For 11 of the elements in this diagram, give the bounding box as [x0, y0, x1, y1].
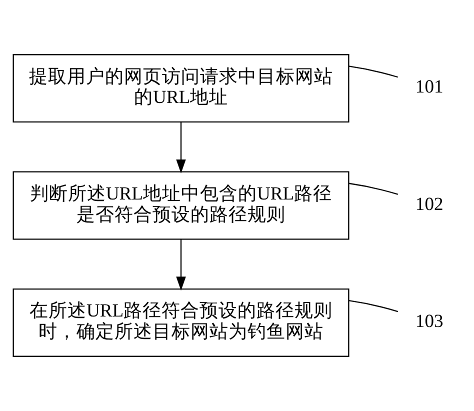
connector	[348, 66, 398, 78]
node-text: 102	[415, 194, 444, 215]
arrow	[176, 239, 186, 291]
node-box: 提取用户的网页访问请求中目标网站的URL地址	[12, 54, 350, 123]
connector	[348, 182, 398, 195]
arrow	[176, 122, 186, 174]
node-text: 101	[415, 76, 444, 98]
node-box: 在所述URL路径符合预设的路径规则时，确定所述目标网站为钓鱼网站	[12, 288, 350, 357]
node-box: 判断所述URL地址中包含的URL路径是否符合预设的路径规则	[12, 171, 350, 240]
connector	[348, 300, 398, 312]
node-text: 103	[415, 311, 444, 332]
